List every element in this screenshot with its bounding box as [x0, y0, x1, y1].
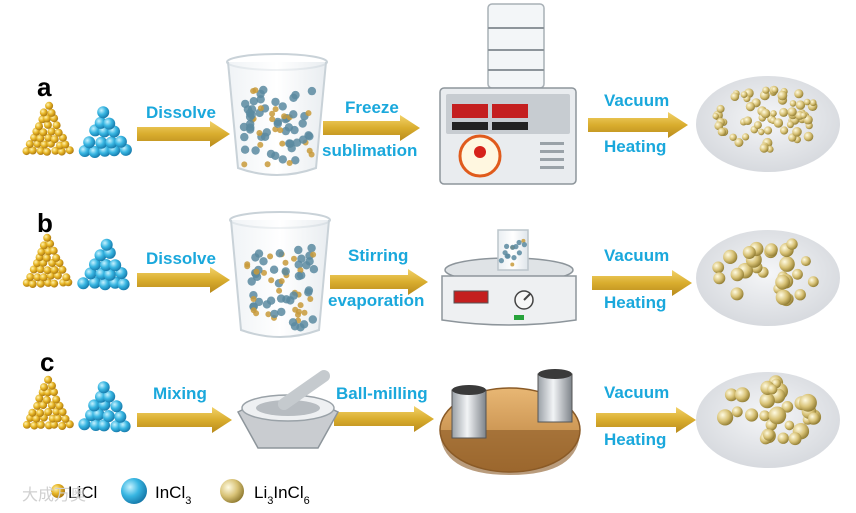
- freeze-dryer-icon: [439, 3, 577, 185]
- row-a-step3-line1: Vacuum: [604, 91, 669, 110]
- row-b-step2-line2: evaporation: [328, 291, 424, 310]
- row-b-step3-line1: Vacuum: [604, 246, 669, 265]
- row-a-step2-line1: Freeze: [345, 98, 399, 117]
- beaker-icon: [226, 53, 328, 176]
- row-c-step1-label: Mixing: [153, 384, 207, 403]
- process-arrow: [334, 406, 434, 432]
- product-dish-b: [696, 230, 840, 326]
- process-arrow: [137, 267, 230, 293]
- beaker-icon: [229, 211, 331, 338]
- row-c-step3-line1: Vacuum: [604, 383, 669, 402]
- licl-powder-pile: [22, 233, 73, 288]
- licl-powder-pile: [22, 101, 74, 156]
- mortar-pestle-icon: [236, 370, 340, 449]
- process-arrow: [330, 269, 428, 295]
- ball-mill-icon: [439, 369, 581, 475]
- row-label-a: a: [37, 72, 52, 102]
- row-c-step2-label: Ball-milling: [336, 384, 428, 403]
- row-b-step1-label: Dissolve: [146, 249, 216, 268]
- process-arrow: [592, 270, 692, 296]
- product-dish-a: [696, 76, 840, 172]
- row-c-step3-line2: Heating: [604, 430, 666, 449]
- incl3-powder-pile: [78, 381, 131, 433]
- li3incl6-legend-label: Li3InCl6: [254, 483, 310, 507]
- licl-legend-label: LiCl: [68, 483, 97, 502]
- row-label-c: c: [40, 347, 54, 377]
- product-dish-c: [696, 372, 840, 468]
- row-b-step2-line1: Stirring: [348, 246, 408, 265]
- process-arrow: [596, 407, 696, 433]
- li3incl6-legend-swatch: [220, 479, 244, 503]
- stirring-hotplate-icon: [441, 229, 577, 326]
- watermark-text: 大成万奥: [22, 486, 86, 504]
- incl3-legend-label: InCl3: [155, 483, 191, 507]
- process-arrow: [137, 407, 232, 433]
- incl3-legend-swatch: [121, 478, 147, 504]
- incl3-powder-pile: [78, 106, 132, 158]
- row-label-b: b: [37, 208, 53, 238]
- precursor-powders: [22, 101, 132, 433]
- process-arrow: [588, 112, 688, 138]
- process-arrows: [137, 112, 696, 433]
- licl-legend-swatch: [51, 484, 65, 498]
- process-arrow: [323, 115, 420, 141]
- row-a-step1-label: Dissolve: [146, 103, 216, 122]
- process-arrow: [137, 121, 230, 147]
- row-a-step2-line2: sublimation: [322, 141, 417, 160]
- row-b-step3-line2: Heating: [604, 293, 666, 312]
- legend: LiCl InCl3 Li3InCl6: [51, 478, 310, 507]
- incl3-powder-pile: [77, 238, 130, 291]
- row-a-step3-line2: Heating: [604, 137, 666, 156]
- licl-powder-pile: [22, 375, 74, 430]
